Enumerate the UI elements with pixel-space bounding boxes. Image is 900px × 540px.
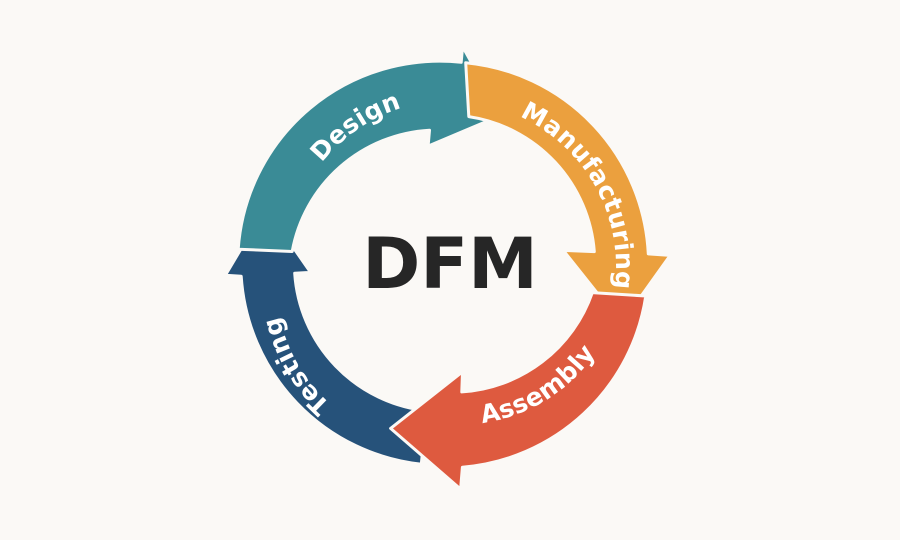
arrow-design-shape bbox=[236, 45, 503, 253]
arrow-assembly: Assembly bbox=[389, 291, 648, 491]
arrow-assembly-shape bbox=[389, 291, 648, 491]
arrow-testing-shape bbox=[223, 206, 429, 466]
arrow-manufacturing-shape bbox=[464, 61, 672, 326]
arrow-design: Design bbox=[236, 45, 503, 253]
center-label: DFM bbox=[362, 223, 538, 305]
